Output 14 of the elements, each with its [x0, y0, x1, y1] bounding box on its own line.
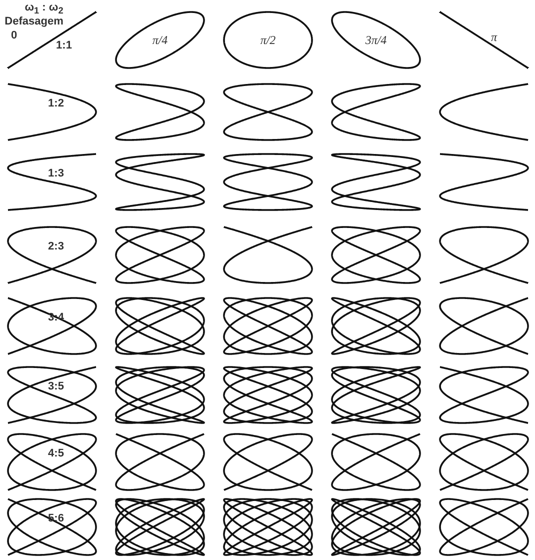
axis-heading: 0: [10, 30, 18, 42]
frequency-ratio: 1:1: [56, 40, 72, 52]
frequency-ratio: 3:5: [48, 382, 64, 392]
frequency-ratio: 1:2: [48, 98, 64, 110]
axis-heading: ω$_{1}$ : ω$_{2}$: [24, 2, 64, 16]
axis-heading: Defasagem: [4, 16, 64, 28]
frequency-ratio: 4:5: [48, 448, 64, 460]
frequency-ratio: 1:3: [48, 168, 64, 180]
phase-label: π/2: [260, 34, 276, 46]
phase-label: 3π/4: [365, 34, 387, 46]
frequency-ratio: 5:6: [48, 514, 64, 524]
phase-label: π: [491, 31, 497, 43]
phase-label: π/4: [152, 34, 168, 46]
frequency-ratio: 2:3: [48, 242, 64, 252]
